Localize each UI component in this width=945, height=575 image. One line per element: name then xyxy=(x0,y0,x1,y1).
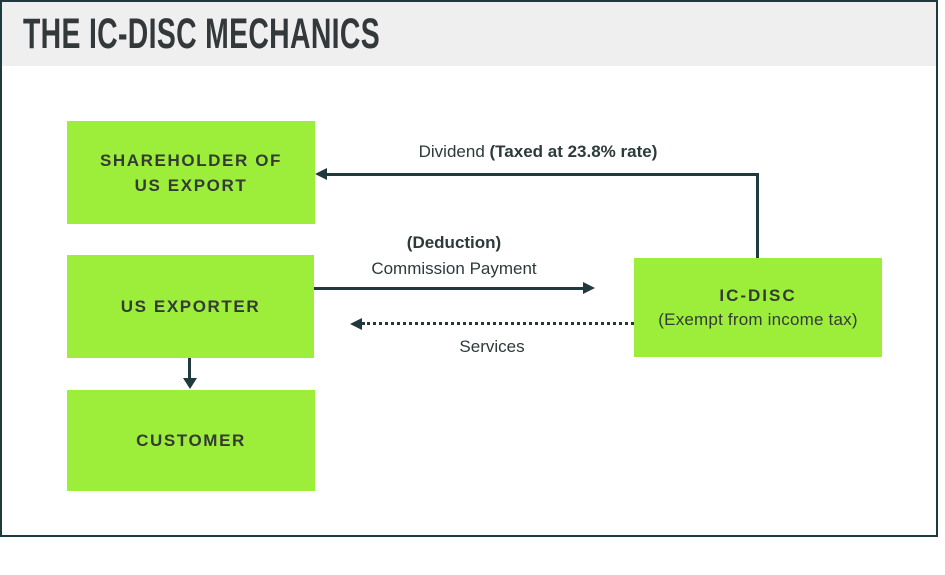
ic-disc-label: IC-DISC xyxy=(719,286,797,305)
customer-label: CUSTOMER xyxy=(136,431,246,450)
services-dotted-line xyxy=(362,322,634,325)
page-title: THE IC-DISC MECHANICS xyxy=(23,9,380,58)
exporter-customer-arrow-line xyxy=(188,358,191,380)
dividend-arrowhead-left-icon xyxy=(315,168,327,180)
dividend-label-emphasis: (Taxed at 23.8% rate) xyxy=(489,142,658,161)
dividend-arrow-vertical-line xyxy=(756,173,759,258)
dividend-label-prefix: Dividend xyxy=(418,142,490,161)
commission-arrowhead-right-icon xyxy=(583,282,595,294)
deduction-label: (Deduction) xyxy=(406,233,502,252)
commission-arrow-line xyxy=(314,287,584,290)
services-label: Services xyxy=(459,337,525,356)
dividend-arrow-horizontal-line xyxy=(324,173,759,176)
header-band: THE IC-DISC MECHANICS xyxy=(2,2,936,66)
box-shareholder: SHAREHOLDER OF US EXPORT xyxy=(67,121,315,224)
box-ic-disc: IC-DISC (Exempt from income tax) xyxy=(634,258,882,357)
shareholder-label-line1: SHAREHOLDER OF xyxy=(99,150,282,170)
exporter-customer-arrowhead-down-icon xyxy=(183,378,197,389)
ic-disc-subtitle: (Exempt from income tax) xyxy=(658,310,858,329)
shareholder-label-line2: US EXPORT xyxy=(134,175,248,195)
services-arrowhead-left-icon xyxy=(350,318,362,330)
box-customer: CUSTOMER xyxy=(67,390,315,491)
diagram-frame: THE IC-DISC MECHANICS SHAREHOLDER OF US … xyxy=(0,0,938,537)
commission-label: Commission Payment xyxy=(371,259,537,278)
box-us-exporter: US EXPORTER xyxy=(67,255,314,358)
us-exporter-label: US EXPORTER xyxy=(120,297,261,316)
dividend-label: Dividend (Taxed at 23.8% rate) xyxy=(328,142,748,162)
